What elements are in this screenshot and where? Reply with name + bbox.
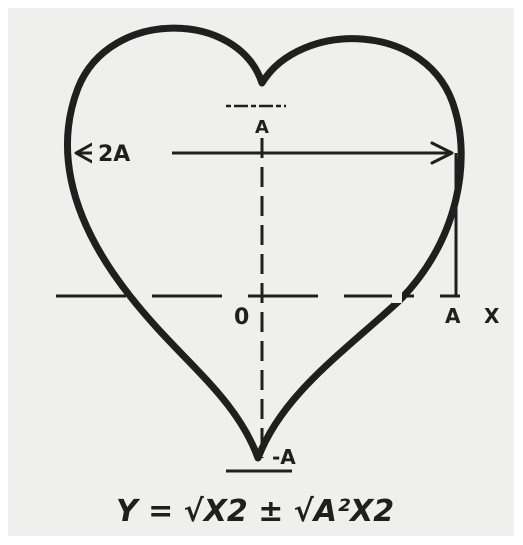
heart-outline	[64, 24, 465, 462]
label-bottom-a: -A	[272, 445, 296, 469]
right-arrowhead	[430, 141, 454, 165]
left-arrowhead	[74, 141, 96, 165]
label-right-a: A	[445, 304, 461, 328]
formula: Y = √X2 ± √A²X2	[116, 494, 394, 529]
label-top-a: A	[255, 117, 269, 138]
label-x-axis: X	[484, 304, 500, 328]
label-gap	[92, 140, 172, 166]
label-origin: 0	[234, 305, 249, 330]
right-guide-gap	[392, 289, 402, 303]
label-width: 2A	[98, 142, 130, 167]
